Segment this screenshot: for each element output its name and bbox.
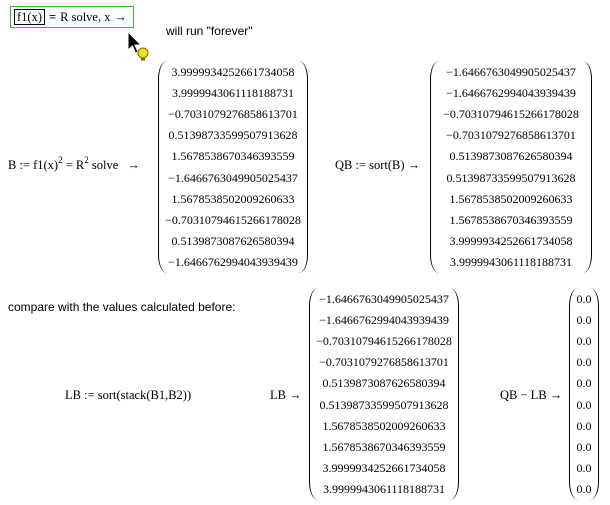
matrix-cell: −1.6466762994043939439 [446,86,576,101]
matrix-cell: −1.6466763049905025437 [446,65,576,79]
matrix-cell: 0.0 [576,376,592,391]
matrix-diff: 0.0 0.0 0.0 0.0 0.0 0.0 0.0 0.0 0.0 0.0 [569,288,599,500]
matrix-cell: 3.9999934252661734058 [322,460,446,475]
matrix-cell: 0.0 [576,418,592,433]
symbolic-arrow: → [114,9,127,24]
compare-text: compare with the values calculated befor… [8,300,236,314]
symbolic-equal: = [49,9,57,24]
matrix-cell: 0.0 [576,481,592,496]
matrix-cell: −1.6466762994043939439 [319,313,449,328]
matrix-cell: 3.9999934252661734058 [171,65,295,79]
b-lhs: B := f1(x) [8,158,59,172]
b-equals-r: = R [62,158,85,172]
matrix-cell: 3.9999934252661734058 [449,233,573,248]
matrix-cell: −0.7031079276858613701 [319,355,449,370]
matrix-cell: −0.70310794615266178028 [316,334,452,349]
matrix-qb: −1.6466763049905025437 −1.646676299404393… [430,61,592,273]
matrix-cell: 0.0 [576,397,592,412]
matrix-cell: 0.0 [576,355,592,370]
matrix-cell: 0.51398733599507913628 [319,397,449,412]
b-definition[interactable]: B := f1(x)2 = R2 solve → [8,155,140,173]
matrix-cell: 0.0 [576,313,592,328]
matrix-lb: −1.6466763049905025437 −1.646676299404393… [309,288,459,500]
matrix-cell: 1.5678538502009260633 [171,191,295,206]
matrix-cell: −0.70310794615266178028 [443,107,579,122]
matrix-cell: 3.9999943061118188731 [171,86,295,101]
matrix-cell: −1.6466762994043939439 [168,254,298,269]
matrix-cell: −0.70310794615266178028 [165,212,301,227]
x-exponent: 2 [58,155,63,165]
b-arrow: → [127,158,140,172]
matrix-cell: −1.6466763049905025437 [319,292,449,306]
lb-result-label[interactable]: LB → [270,388,302,402]
busy-cursor-icon [127,30,149,61]
matrix-cell: 0.5139873087626580394 [449,149,573,164]
comment-forever: will run "forever" [166,24,253,38]
matrix-cell: 0.0 [576,460,592,475]
math-region-f1-solve[interactable]: f1(x) = R solve, x → [10,6,134,28]
matrix-cell: 1.5678538502009260633 [322,418,446,433]
solve-expression: R solve, x [60,9,111,24]
matrix-cell: 0.0 [576,292,592,306]
matrix-cell: −1.6466763049905025437 [168,170,298,185]
matrix-cell: 0.51398733599507913628 [446,170,576,185]
matrix-cell: 3.9999943061118188731 [449,254,573,269]
matrix-cell: −0.7031079276858613701 [446,128,576,143]
matrix-cell: 3.9999943061118188731 [322,481,446,496]
matrix-cell: 1.5678538670346393559 [449,212,573,227]
diff-definition[interactable]: QB − LB → [500,388,563,402]
matrix-cell: 0.0 [576,334,592,349]
r-exponent: 2 [84,155,89,165]
matrix-cell: 0.5139873087626580394 [322,376,446,391]
matrix-cell: 0.51398733599507913628 [168,128,298,143]
matrix-cell: 0.5139873087626580394 [171,233,295,248]
f1-function-name: f1(x) [14,9,45,25]
matrix-b: 3.9999934252661734058 3.99999430611181887… [158,61,308,273]
b-solve-keyword: solve [88,158,119,172]
matrix-cell: 0.0 [576,439,592,454]
qb-definition[interactable]: QB := sort(B) → [335,158,421,172]
matrix-cell: −0.7031079276858613701 [168,107,298,122]
lb-definition[interactable]: LB := sort(stack(B1,B2)) [65,388,192,402]
matrix-cell: 1.5678538502009260633 [449,191,573,206]
matrix-cell: 1.5678538670346393559 [171,149,295,164]
matrix-cell: 1.5678538670346393559 [322,439,446,454]
